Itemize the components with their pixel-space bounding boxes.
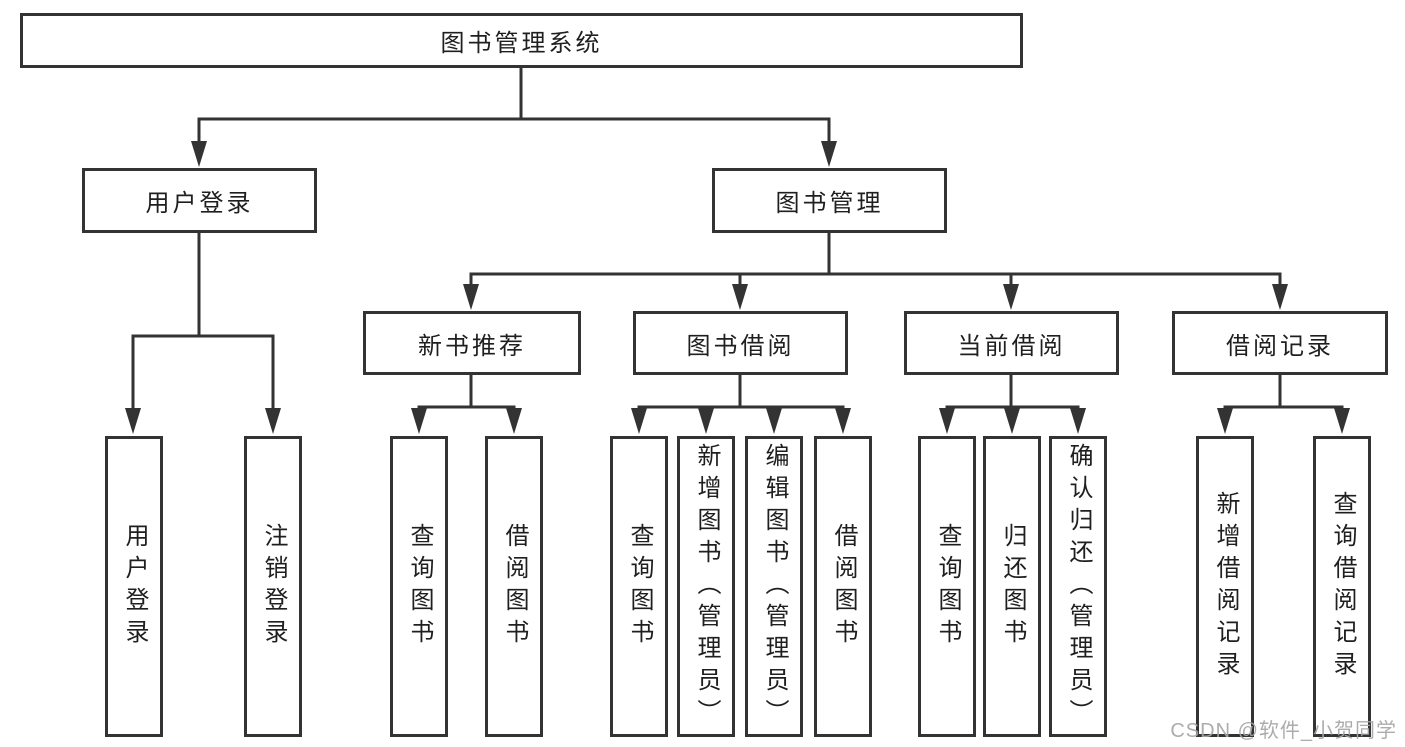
node-book-borrowing-label: 图书借阅 [686, 332, 795, 360]
node-book-management-label: 图书管理 [775, 190, 884, 217]
node-new-book-recommend: 新书推荐 [363, 311, 581, 375]
node-user-login-group-label: 用户登录 [145, 190, 254, 217]
leaf-bor-add-books-label: 新增图书（管理员） [693, 442, 720, 731]
leaf-rec-query-books: 查询图书 [390, 436, 448, 737]
leaf-add-borrow-record-label: 新增借阅记录 [1212, 490, 1239, 683]
node-book-management: 图书管理 [712, 168, 947, 233]
leaf-bor-edit-books: 编辑图书（管理员） [745, 436, 803, 737]
node-borrow-records: 借阅记录 [1172, 311, 1388, 375]
leaf-bor-query-books-label: 查询图书 [626, 522, 653, 651]
leaf-bor-borrow-books: 借阅图书 [814, 436, 872, 737]
node-book-borrowing: 图书借阅 [633, 311, 848, 375]
node-user-login-group: 用户登录 [82, 168, 317, 233]
leaf-cur-query-books: 查询图书 [918, 436, 976, 737]
leaf-query-borrow-record-label: 查询借阅记录 [1329, 490, 1356, 683]
leaf-cur-confirm-return: 确认归还（管理员） [1049, 436, 1107, 737]
leaf-query-borrow-record: 查询借阅记录 [1313, 436, 1371, 737]
leaf-user-login-label: 用户登录 [121, 522, 148, 651]
leaf-cur-confirm-return-label: 确认归还（管理员） [1065, 442, 1092, 731]
leaf-bor-query-books: 查询图书 [610, 436, 668, 737]
leaf-cur-return-books: 归还图书 [983, 436, 1041, 737]
leaf-bor-add-books: 新增图书（管理员） [677, 436, 735, 737]
node-borrow-records-label: 借阅记录 [1226, 332, 1334, 360]
leaf-rec-borrow-books: 借阅图书 [485, 436, 543, 737]
arrowheads [125, 141, 1350, 434]
node-new-book-recommend-label: 新书推荐 [418, 332, 526, 360]
node-root: 图书管理系统 [20, 13, 1023, 68]
leaf-user-login: 用户登录 [105, 436, 163, 737]
leaf-cur-return-books-label: 归还图书 [999, 522, 1026, 651]
node-current-borrowing-label: 当前借阅 [957, 332, 1066, 360]
leaf-logout-label: 注销登录 [260, 522, 287, 651]
node-root-label: 图书管理系统 [440, 30, 603, 57]
leaf-cur-query-books-label: 查询图书 [934, 522, 961, 651]
leaf-add-borrow-record: 新增借阅记录 [1196, 436, 1254, 737]
leaf-bor-edit-books-label: 编辑图书（管理员） [761, 442, 788, 731]
leaf-logout: 注销登录 [244, 436, 302, 737]
watermark: CSDN @软件_小贺同学 [1170, 720, 1397, 742]
leaf-rec-query-books-label: 查询图书 [406, 522, 433, 651]
leaf-rec-borrow-books-label: 借阅图书 [501, 522, 528, 651]
node-current-borrowing: 当前借阅 [904, 311, 1119, 375]
leaf-bor-borrow-books-label: 借阅图书 [830, 522, 857, 651]
